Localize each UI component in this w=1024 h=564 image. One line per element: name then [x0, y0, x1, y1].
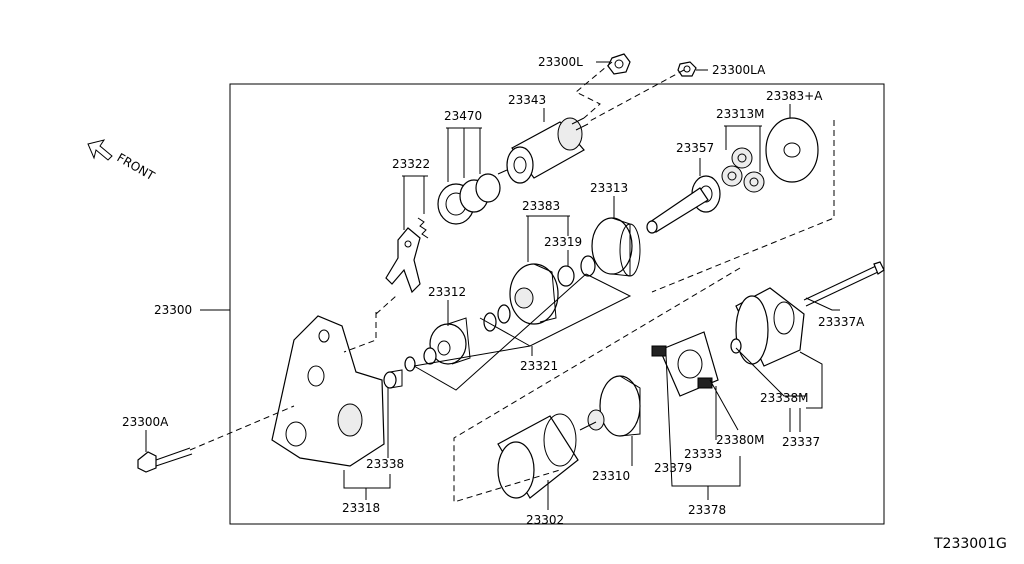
label-23338m: 23338M [760, 391, 809, 405]
brush-holder-23378 [651, 331, 719, 397]
label-23300la: 23300LA [712, 63, 766, 77]
ring-23321a [483, 312, 497, 332]
label-23300: 23300 [154, 303, 192, 317]
label-23322: 23322 [392, 157, 430, 171]
label-23338: 23338 [366, 457, 404, 471]
label-23383: 23383 [522, 199, 560, 213]
part-labels: 23300L 23300LA 23343 23470 23313M 23383+… [122, 55, 865, 527]
label-23313: 23313 [590, 181, 628, 195]
internal-gear-23313 [591, 217, 641, 277]
dash-motor [453, 267, 741, 503]
washer-23319b [580, 255, 596, 277]
label-23300a: 23300A [122, 415, 169, 429]
label-23333: 23333 [684, 447, 722, 461]
label-23380m: 23380M [716, 433, 765, 447]
dash-gear-train [651, 120, 835, 293]
label-23357: 23357 [676, 141, 714, 155]
nut-23300l [607, 53, 631, 75]
label-23300l: 23300L [538, 55, 583, 69]
label-23470: 23470 [444, 109, 482, 123]
planet-shaft-23357 [646, 175, 721, 234]
label-23343: 23343 [508, 93, 546, 107]
pinion-ring [404, 356, 416, 372]
label-23319: 23319 [544, 235, 582, 249]
washer-23319 [557, 265, 575, 287]
label-23378: 23378 [688, 503, 726, 517]
label-23312: 23312 [428, 285, 466, 299]
label-23310: 23310 [592, 469, 630, 483]
nut-23300la [677, 61, 697, 77]
dash-bolt [189, 405, 295, 451]
front-arrow: FRONT [87, 139, 158, 183]
shift-lever-23322 [385, 217, 429, 294]
oring-23338m [730, 338, 742, 354]
bolt-23300a [137, 447, 193, 473]
gear-housing-23318 [271, 315, 385, 467]
plate-23383a [765, 117, 819, 183]
through-bolt-23337a [803, 261, 885, 307]
label-23321: 23321 [520, 359, 558, 373]
label-23313m: 23313M [716, 107, 765, 121]
yoke-23302 [497, 413, 579, 499]
bushing-23338 [383, 369, 403, 389]
label-23318: 23318 [342, 501, 380, 515]
label-23337: 23337 [782, 435, 820, 449]
magnetic-switch-23343 [497, 117, 589, 184]
label-23379: 23379 [654, 461, 692, 475]
rear-cover-23337 [735, 287, 805, 367]
ring-23321b [497, 304, 511, 324]
label-23383a: 23383+A [766, 89, 823, 103]
center-bracket-23383 [509, 263, 559, 325]
dash-switch-nut-la [587, 69, 685, 123]
dash-switch-nut [575, 61, 613, 119]
planet-gears-23313m [721, 147, 765, 193]
gasket-set-23470 [437, 173, 501, 225]
label-23302: 23302 [526, 513, 564, 527]
front-label: FRONT [115, 150, 158, 183]
dash-housing-top [343, 312, 377, 353]
leader-lines [145, 61, 840, 510]
pinion-gear-23312 [423, 317, 471, 365]
label-23337a: 23337A [818, 315, 865, 329]
assembly-frame [229, 83, 885, 525]
armature-23310 [579, 375, 641, 437]
dash-lever [375, 295, 397, 315]
diagram-code: T233001G [933, 536, 1007, 552]
